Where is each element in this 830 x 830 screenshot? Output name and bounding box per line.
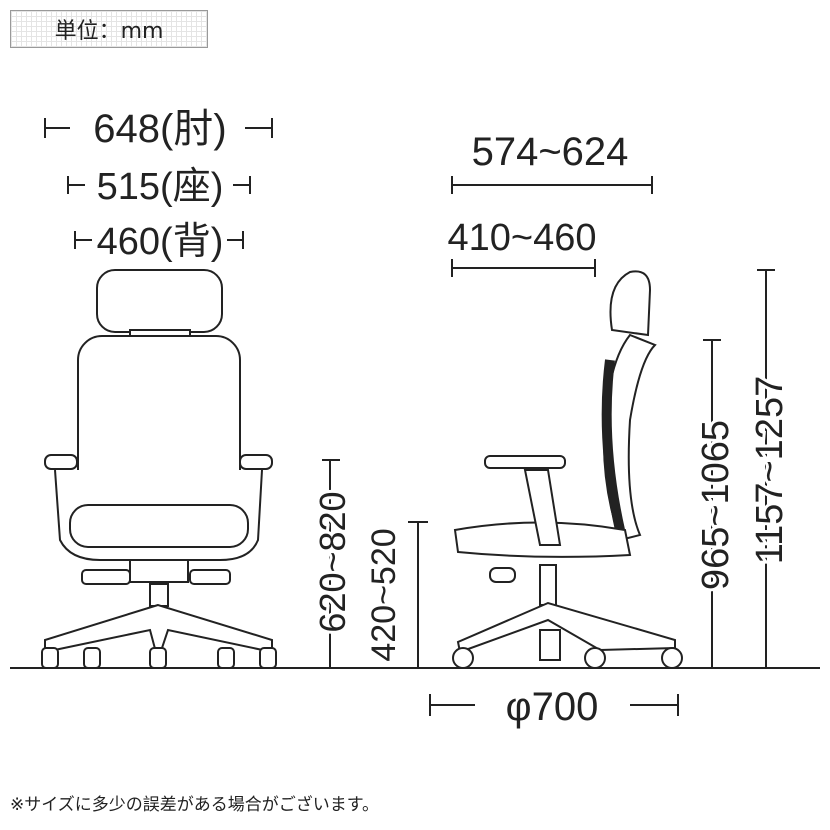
seat-height-dimension: 420~520 [365, 521, 428, 668]
chair-side-view [452, 270, 683, 669]
back-width-label: 460(背) [97, 221, 224, 263]
chair-front-view [41, 269, 277, 669]
seat-height-label: 420~520 [365, 528, 403, 661]
base-diameter-dimension: φ700 [429, 685, 679, 729]
seat-depth-dimension: 410~460 [448, 217, 597, 277]
overall-depth-dimension: 574~624 [451, 130, 653, 194]
back-height-dimension: 965~1065 [692, 339, 740, 668]
seat-width-label: 515(座) [97, 166, 224, 208]
back-width-dimension: 460(背) [74, 221, 244, 263]
overall-depth-label: 574~624 [472, 130, 629, 174]
base-diameter-label: φ700 [506, 685, 599, 729]
seat-depth-label: 410~460 [448, 217, 597, 259]
seat-width-dimension: 515(座) [67, 166, 251, 208]
armrest-width-label: 648(肘) [93, 107, 226, 151]
overall-height-label: 1157~1257 [749, 376, 791, 564]
armrest-height-dimension: 620~820 [309, 459, 356, 668]
size-tolerance-note: ※サイズに多少の誤差がある場合がございます。 [10, 795, 380, 815]
unit-label: 単位：mm [10, 10, 208, 48]
overall-height-dimension: 1157~1257 [746, 269, 794, 668]
armrest-width-dimension: 648(肘) [44, 107, 273, 151]
back-height-label: 965~1065 [695, 420, 737, 590]
armrest-height-label: 620~820 [312, 491, 353, 632]
